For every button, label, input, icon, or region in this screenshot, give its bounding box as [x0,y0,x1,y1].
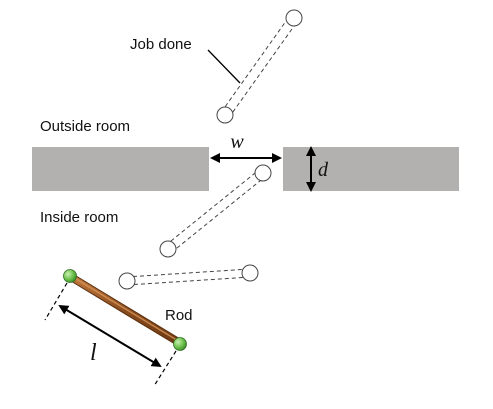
wall-thickness-symbol: d [318,159,329,181]
rod-end-icon [63,269,77,283]
ghost-rod-horizontal [118,264,259,290]
ghost-rod-diagonal [159,164,272,258]
length-extension-line-left [44,282,68,321]
job-done-pointer [207,49,241,84]
ghost-rod-end-icon [285,9,303,27]
ghost-rod-end-icon [241,264,259,282]
inside-room-label: Inside room [40,209,118,226]
gap-width-symbol: w [230,131,244,153]
rod-length-arrow [58,304,162,368]
left-wall [32,147,209,191]
ghost-rod-end-icon [254,164,272,182]
ghost-rod-job-done [216,9,303,124]
outside-room-label: Outside room [40,118,130,135]
right-wall [283,147,459,191]
rod-end-icon [173,337,187,351]
rod-label: Rod [165,307,193,324]
job-done-label: Job done [130,36,192,53]
rod-length-symbol: l [90,340,97,366]
ghost-rod-end-icon [118,272,136,290]
ghost-rod-end-icon [159,240,177,258]
ghost-rod-end-icon [216,106,234,124]
length-extension-line-right [153,350,177,387]
